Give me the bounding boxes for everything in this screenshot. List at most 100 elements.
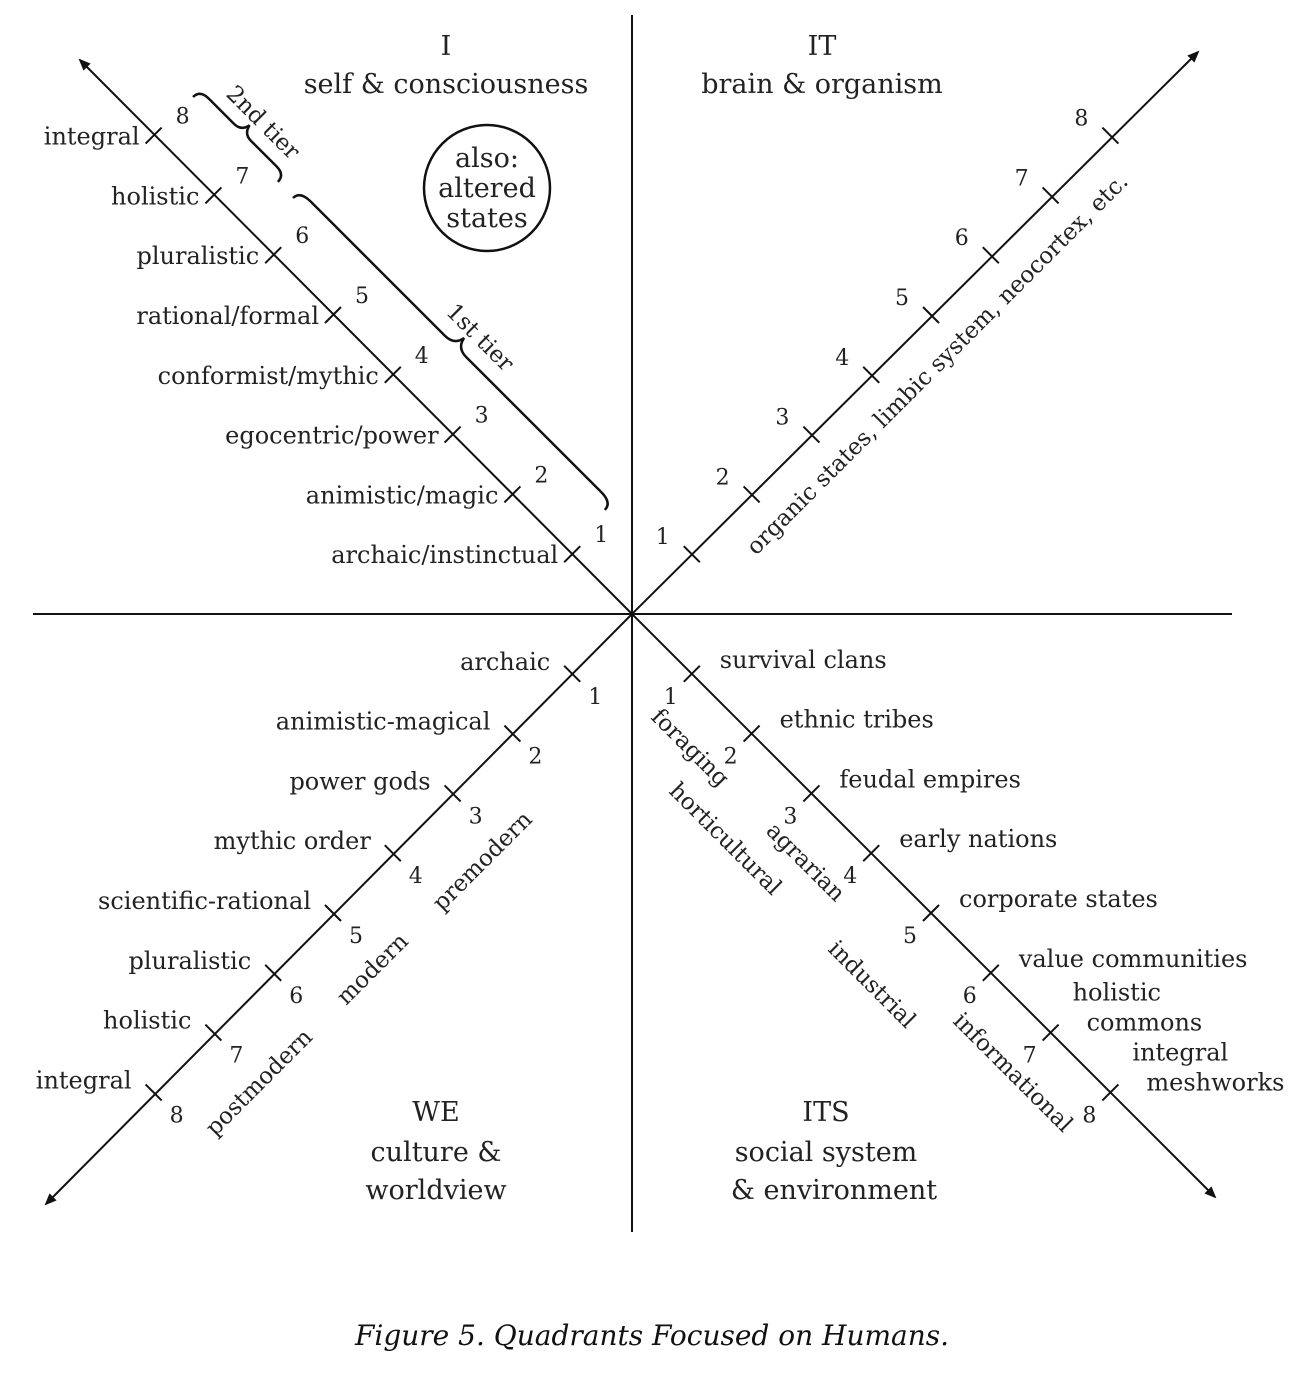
- tier2-brace: [192, 92, 283, 183]
- lr-subtitle-1: social system: [735, 1137, 918, 1168]
- ll-diagonal-axis: [44, 613, 633, 1206]
- note-line-2: altered: [438, 173, 536, 204]
- lr-title: ITS: [802, 1097, 849, 1128]
- ll-tick-number-1: 1: [588, 685, 602, 710]
- ul-tick-number-5: 5: [355, 284, 369, 309]
- ul-level-label-2: animistic/magic: [306, 481, 499, 509]
- ur-tick-number-2: 2: [716, 465, 730, 490]
- ll-tick-number-7: 7: [229, 1044, 243, 1069]
- ll-tick-3: [443, 784, 462, 803]
- ll-tick-number-5: 5: [349, 924, 363, 949]
- lr-tick-number-1: 1: [664, 685, 678, 710]
- ll-level-label-6: pluralistic: [128, 947, 251, 975]
- ll-tick-1: [563, 665, 581, 683]
- ll-tick-6: [264, 964, 282, 982]
- ul-tick-number-3: 3: [475, 404, 489, 429]
- ll-title: WE: [412, 1097, 459, 1128]
- ur-tick-3: [802, 425, 821, 444]
- ll-level-label-5: scientific-rational: [98, 887, 311, 915]
- ur-tick-number-5: 5: [895, 286, 909, 311]
- tier1-brace: [292, 193, 609, 511]
- ul-tick-4: [384, 366, 402, 384]
- ul-level-label-4: conformist/mythic: [158, 362, 379, 390]
- ul-level-label-5: rational/formal: [136, 302, 319, 330]
- ll-level-label-8: integral: [36, 1066, 132, 1094]
- era-modern: modern: [332, 928, 414, 1010]
- tier1-label: 1st tier: [441, 299, 519, 377]
- lr-level-label-2: ethnic tribes: [780, 706, 934, 734]
- ll-level-label-1: archaic: [460, 648, 550, 676]
- ll-tick-4: [384, 844, 402, 862]
- era-premodern: premodern: [428, 806, 538, 916]
- lr-tick-4: [862, 844, 880, 862]
- ul-tick-number-6: 6: [295, 224, 309, 249]
- lr-tick-number-7: 7: [1023, 1044, 1037, 1069]
- ll-tick-number-8: 8: [170, 1103, 184, 1128]
- ur-tick-number-4: 4: [835, 346, 849, 371]
- ll-level-label-3: power gods: [289, 767, 430, 795]
- ur-tick-5: [922, 306, 940, 324]
- lr-tick-6: [982, 964, 1000, 982]
- era-postmodern: postmodern: [201, 1024, 318, 1141]
- ul-title: I: [441, 31, 452, 62]
- ul-level-label-1: archaic/instinctual: [331, 541, 558, 569]
- ur-tick-number-3: 3: [775, 406, 789, 431]
- ll-level-label-4: mythic order: [214, 827, 372, 855]
- ul-subtitle: self & consciousness: [304, 69, 589, 100]
- ur-tick-number-6: 6: [955, 226, 969, 251]
- ll-level-label-2: animistic-magical: [276, 708, 491, 736]
- lr-tick-7: [1041, 1023, 1060, 1042]
- ur-tick-number-8: 8: [1074, 107, 1088, 132]
- ur-tick-1: [683, 545, 701, 563]
- lr-tick-5: [922, 904, 940, 922]
- ul-tick-number-1: 1: [594, 523, 608, 548]
- ul-tick-1: [563, 545, 581, 563]
- note-line-1: also:: [455, 143, 519, 174]
- lr-subtitle-2: & environment: [731, 1175, 937, 1206]
- ll-subtitle-2: worldview: [365, 1175, 506, 1206]
- ul-tick-6: [264, 246, 282, 264]
- lr-tick-number-3: 3: [783, 804, 797, 829]
- ur-tick-7: [1041, 186, 1060, 205]
- ll-tick-number-4: 4: [409, 864, 423, 889]
- lr-tick-1: [683, 665, 701, 683]
- ur-subtitle: brain & organism: [701, 69, 943, 100]
- ur-axis-note: organic states, limbic system, neocortex…: [742, 169, 1134, 561]
- ul-level-label-7: holistic: [111, 182, 199, 210]
- ul-level-label-8: integral: [44, 123, 140, 151]
- lr-level-label-1: survival clans: [720, 646, 887, 674]
- lr-level-label-8-line-2: meshworks: [1146, 1068, 1284, 1096]
- ul-tick-number-7: 7: [235, 164, 249, 189]
- ul-tick-number-2: 2: [534, 463, 548, 488]
- ul-tick-3: [443, 425, 462, 444]
- lr-level-label-7-line-1: holistic: [1073, 979, 1161, 1007]
- ll-tick-5: [324, 904, 342, 922]
- lr-tick-8: [1101, 1083, 1120, 1102]
- ticks-and-labels: 1 archaic/instinctual 2 animistic/magic 3 ego…: [36, 105, 1285, 1129]
- ll-tick-number-3: 3: [469, 804, 483, 829]
- ul-tick-8: [144, 126, 163, 145]
- lr-tick-number-8: 8: [1082, 1103, 1096, 1128]
- era-informational: informational: [948, 1008, 1078, 1138]
- ul-tick-2: [503, 485, 522, 504]
- lr-level-label-8-line-1: integral: [1132, 1038, 1228, 1066]
- lr-level-label-3: feudal empires: [839, 765, 1021, 793]
- lr-level-label-6: value communities: [1018, 945, 1248, 973]
- lr-tick-number-2: 2: [724, 745, 738, 770]
- altered-states-circle: [422, 123, 552, 253]
- ur-tick-number-7: 7: [1015, 166, 1029, 191]
- ul-level-label-3: egocentric/power: [225, 422, 439, 450]
- lr-tick-number-6: 6: [963, 984, 977, 1009]
- lr-level-label-4: early nations: [899, 825, 1057, 853]
- ll-tick-number-2: 2: [528, 745, 542, 770]
- lr-diagonal-axis: [631, 613, 1217, 1199]
- ur-title: IT: [808, 31, 837, 62]
- ll-tick-8: [144, 1083, 163, 1102]
- ul-level-label-6: pluralistic: [136, 242, 259, 270]
- lr-tick-number-5: 5: [903, 924, 917, 949]
- ur-tick-4: [862, 366, 880, 384]
- ul-tick-5: [324, 306, 342, 324]
- ul-tick-number-8: 8: [176, 105, 190, 130]
- era-industrial: industrial: [823, 936, 921, 1034]
